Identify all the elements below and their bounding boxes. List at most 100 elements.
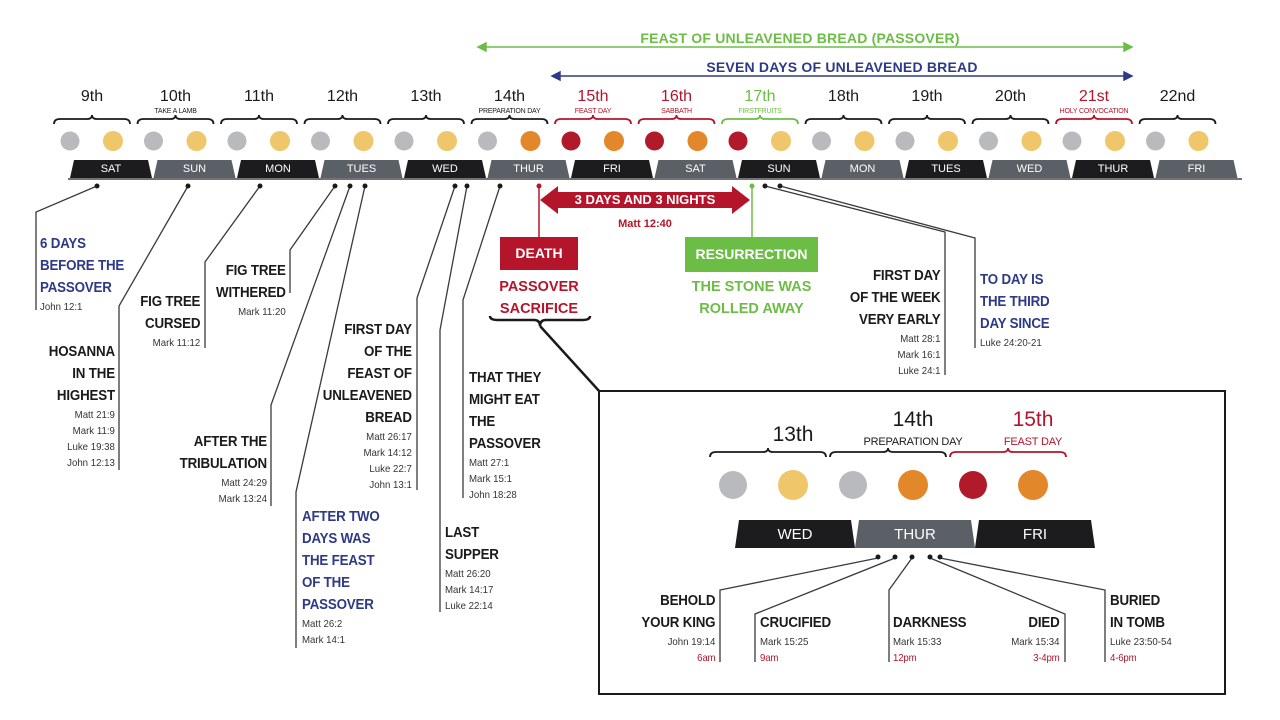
annotation-title-line: PASSOVER [302,597,374,613]
scripture-ref: Luke 19:38 [67,441,115,453]
weekday-label: TUES [931,163,961,175]
night-moon-icon [144,131,163,151]
inset-weekday-label: THUR [894,526,936,543]
night-moon-icon [561,131,581,151]
day-brace [1055,114,1133,125]
scripture-ref: Matt 21:9 [74,409,115,421]
inset-day-date: 13th [772,423,814,446]
weekday-label: FRI [603,163,621,175]
annotation-title-line: CURSED [144,316,200,332]
annotation-title-line: THE THIRD [980,294,1050,310]
night-moon-icon [728,131,748,151]
day-brace [888,114,966,125]
day-brace [136,114,215,125]
annotation-title-line: DIED [1028,615,1060,631]
scripture-ref: John 18:28 [469,489,517,501]
day-subtitle: FIRSTFRUITS [738,108,782,115]
annotation-title-line: YOUR KING [641,615,715,631]
scripture-ref: Luke 22:7 [369,463,412,475]
weekday-bar [905,160,987,178]
death-line: PASSOVER [499,279,579,295]
scripture-ref: Mark 14:17 [445,584,494,596]
annotation-title-line: UNLEAVENED [322,388,412,404]
weekday-bar [70,160,152,178]
scripture-ref: Matt 26:20 [445,568,491,580]
annotation-title-line: TO DAY IS [980,272,1044,288]
day-sun-icon [186,131,207,151]
scripture-ref: Mark 15:34 [1011,636,1060,648]
day-date: 10th [159,88,192,105]
annotation-title-line: IN THE [72,366,115,382]
weekday-bar [988,160,1071,178]
annotation-title-line: DARKNESS [893,615,967,631]
annotation-title-line: MIGHT EAT [469,392,540,408]
time-label: 6am [696,652,715,664]
weekday-label: TUES [346,163,377,175]
annotation-title-line: SUPPER [445,547,499,563]
day-date: 13th [410,88,442,105]
annotation-title-line: DAY SINCE [980,316,1050,332]
day-brace [554,114,632,125]
scripture-ref: John 12:1 [40,301,83,313]
inset-weekday-bar [975,520,1095,548]
day-brace [220,114,298,125]
resurrection-line: THE STONE WAS [691,279,812,295]
scripture-ref: Luke 22:14 [445,600,493,612]
day-sun-icon [520,131,541,151]
inset-weekday-label: FRI [1022,526,1048,543]
feast-of-unleavened-bread-banner: FEAST OF UNLEAVENED BREAD (PASSOVER) [634,30,966,46]
day-brace [971,114,1050,125]
weekday-bar [1155,160,1238,178]
weekday-label: SAT [100,163,122,175]
scripture-ref: Luke 24:20-21 [980,337,1042,349]
inset-weekday-bar [855,520,975,548]
passover-sacrifice: PASSOVER SACRIFICE [480,276,598,320]
day-date: 9th [80,88,104,105]
weekday-bar [320,160,403,178]
annotation-title-line: VERY EARLY [858,312,941,328]
night-moon-icon [645,131,664,151]
day-subtitle: PREPARATION DAY [478,108,541,115]
annotation-title-line: 6 DAYS [40,236,86,252]
night-moon-icon [979,131,998,151]
day-brace [829,447,947,458]
annotation-title-line: PASSOVER [469,436,541,452]
scripture-ref: Matt 24:29 [221,477,267,489]
day-brace [303,114,382,125]
night-moon-icon [1146,131,1165,151]
weekday-label: THUR [513,163,544,175]
annotation-title-line: DAYS WAS [302,531,371,547]
weekday-label: SUN [182,163,207,175]
day-date: 17th [744,88,776,105]
weekday-bar [738,160,820,178]
night-moon-icon [227,131,247,151]
day-sun-icon [687,131,708,151]
day-brace [721,114,799,125]
resurrection-line: ROLLED AWAY [699,301,804,317]
scripture-ref: John 13:1 [369,479,412,491]
annotation-title-line: OF THE [364,344,412,360]
day-brace [387,114,465,125]
day-sun-icon [854,131,875,151]
night-moon-icon [719,471,747,499]
scripture-ref: Mark 11:12 [152,337,200,349]
day-sun-icon [771,131,791,151]
today-third-day: TO DAY IS THE THIRD DAY SINCE Luke 24:20-21 [980,269,1050,351]
night-moon-icon [895,131,915,151]
day-date: 20th [994,88,1027,105]
day-sun-icon [270,131,290,151]
scripture-ref: Mark 15:33 [893,636,942,648]
day-sun-icon [103,131,123,151]
annotation-title-line: IN TOMB [1110,615,1165,631]
night-moon-icon [478,131,497,151]
scripture-ref: Matt 26:2 [302,618,343,630]
annotation-title-line: THE [469,414,496,430]
inset-weekday-label: WED [777,526,813,543]
